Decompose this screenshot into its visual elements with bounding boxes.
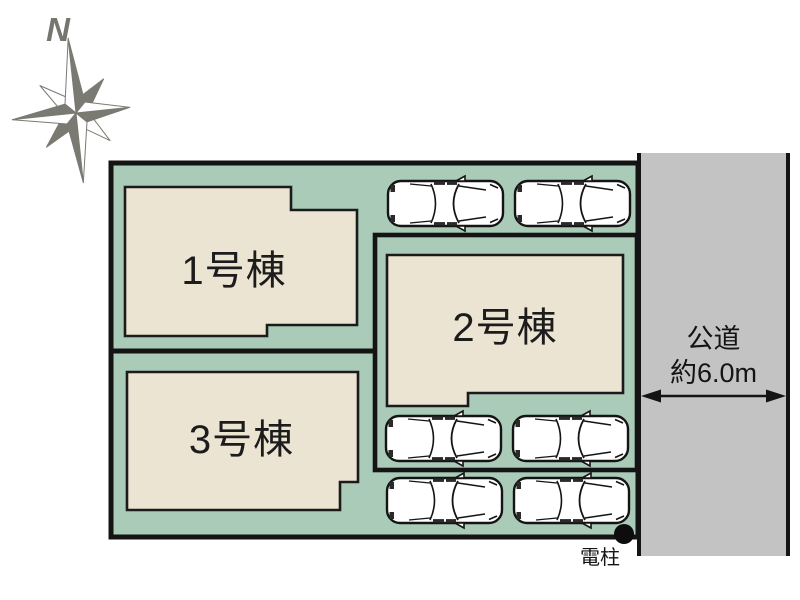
road-surface bbox=[637, 153, 790, 556]
car-icon bbox=[513, 174, 632, 233]
car-icon bbox=[386, 174, 505, 233]
road-width-arrow bbox=[641, 389, 786, 403]
subplot-2-boundary bbox=[372, 232, 640, 473]
car-icon bbox=[384, 409, 503, 468]
car-icon bbox=[512, 471, 631, 530]
compass-north-label: N bbox=[46, 11, 71, 48]
utility-pole-dot bbox=[614, 524, 634, 544]
building-2-shape bbox=[385, 253, 625, 408]
area-divider-line bbox=[111, 348, 377, 354]
compass-rose-icon: N bbox=[11, 11, 131, 184]
car-icon bbox=[385, 471, 504, 530]
building-3-shape bbox=[125, 370, 360, 512]
car-icon bbox=[511, 409, 630, 468]
building-1-shape bbox=[123, 185, 359, 338]
